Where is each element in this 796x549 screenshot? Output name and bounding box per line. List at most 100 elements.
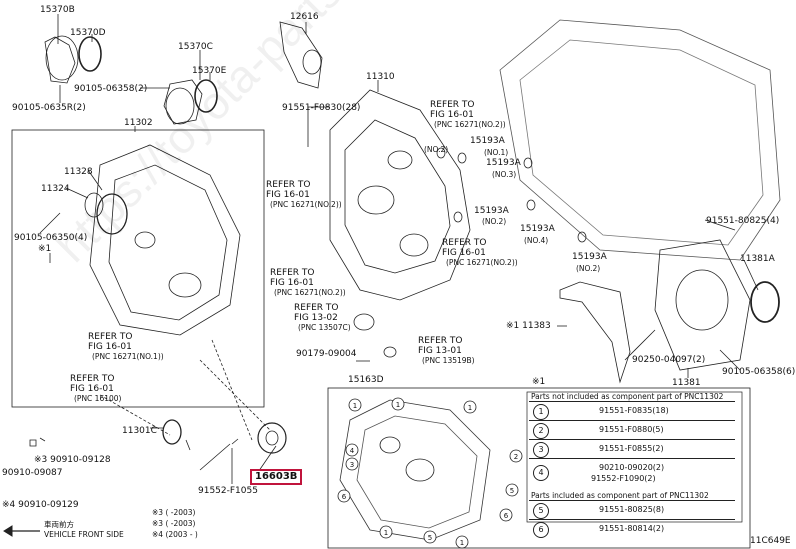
- refer-ref3-line-2[interactable]: (PNC 16271(NO.2)): [446, 258, 518, 267]
- refer-ref3-line-0[interactable]: REFER TO: [442, 238, 487, 248]
- gasket-11383: [559, 281, 631, 384]
- part-label-11324[interactable]: 11324: [41, 184, 70, 194]
- table-row: 5 91551-80825(8): [529, 500, 735, 520]
- legend-note-3: ※4 (2003 - ): [152, 530, 198, 539]
- row-number-badge: 6: [533, 522, 549, 538]
- engine-block: [499, 19, 781, 261]
- svg-text:1: 1: [468, 404, 472, 412]
- row-number-badge: 1: [533, 404, 549, 420]
- timing-cover-group-box: [11, 129, 265, 408]
- no-label-no2-2: (NO.2): [482, 217, 507, 226]
- gasket-13507c: [353, 313, 375, 331]
- svg-text:5: 5: [510, 487, 514, 495]
- svg-text:1: 1: [353, 402, 357, 410]
- refer-ref5-line-0[interactable]: REFER TO: [294, 303, 339, 313]
- table-header-included: Parts included as component part of PNC1…: [531, 491, 709, 500]
- legend-front-jp: 車両前方: [44, 520, 74, 529]
- part-label-bolt-f0830[interactable]: 91551-F0830(28): [282, 103, 361, 113]
- refer-ref1-line-2[interactable]: (PNC 16271(NO.2)): [434, 120, 506, 129]
- part-label-15193a-4[interactable]: 15193A: [520, 224, 555, 234]
- refer-ref1-line-1[interactable]: FIG 16-01: [430, 110, 474, 120]
- cooler-housing: [45, 35, 79, 81]
- row-part-number-2[interactable]: 91552-F1090(2): [591, 474, 656, 483]
- part-label-15370d[interactable]: 15370D: [70, 28, 106, 38]
- part-label-15163d[interactable]: 15163D: [348, 375, 384, 385]
- table-header-not-included: Parts not included as component part of …: [531, 392, 724, 401]
- part-table: Parts not included as component part of …: [529, 392, 742, 538]
- part-label-11310[interactable]: 11310: [366, 72, 395, 82]
- refer-ref4-line-1[interactable]: FIG 16-01: [270, 278, 314, 288]
- svg-text:1: 1: [384, 529, 388, 537]
- part-label-90910-09129[interactable]: ※4 90910-09129: [2, 500, 79, 510]
- part-label-x1-b[interactable]: ※1: [532, 377, 546, 387]
- part-label-bolt-80825[interactable]: 91551-80825(4): [706, 216, 780, 226]
- part-label-15193a-3[interactable]: 15193A: [474, 206, 509, 216]
- selected-part-16603b[interactable]: 16603B: [250, 469, 303, 485]
- part-label-bolt-0635[interactable]: 90105-06358(2): [74, 84, 148, 94]
- refer-ref2-line-0[interactable]: REFER TO: [266, 180, 311, 190]
- row-part-number[interactable]: 91551-80825(8): [599, 505, 665, 514]
- part-label-90910-09087[interactable]: 90910-09087: [2, 468, 63, 478]
- part-label-90250[interactable]: 90250-04097(2): [632, 355, 706, 365]
- refer-ref7-line-2[interactable]: (PNC 16271(NO.1)): [92, 352, 164, 361]
- bracket-15370b: [44, 36, 76, 84]
- part-label-15193a-5[interactable]: 15193A: [572, 252, 607, 262]
- refer-ref6-line-1[interactable]: FIG 13-01: [418, 346, 462, 356]
- part-label-12616[interactable]: 12616: [290, 12, 319, 22]
- refer-ref2-line-2[interactable]: (PNC 16271(NO.2)): [270, 200, 342, 209]
- refer-ref8-line-2[interactable]: (PNC 16100): [74, 394, 122, 403]
- part-label-15370b[interactable]: 15370B: [40, 5, 75, 15]
- refer-ref5-line-2[interactable]: (PNC 13507C): [298, 323, 351, 332]
- refer-ref3-line-1[interactable]: FIG 16-01: [442, 248, 486, 258]
- svg-text:5: 5: [428, 534, 432, 542]
- part-label-15193a-1[interactable]: 15193A: [470, 136, 505, 146]
- row-part-number[interactable]: 91551-80814(2): [599, 524, 665, 533]
- refer-ref6-line-0[interactable]: REFER TO: [418, 336, 463, 346]
- row-part-number[interactable]: 91551-F0880(5): [599, 425, 664, 434]
- part-label-15370c[interactable]: 15370C: [178, 42, 213, 52]
- refer-ref5-line-1[interactable]: FIG 13-02: [294, 313, 338, 323]
- part-label-11328[interactable]: 11328: [64, 167, 93, 177]
- bolt-chart-box: [327, 387, 751, 549]
- rear-plate-11381: [654, 239, 751, 371]
- svg-text:1: 1: [460, 539, 464, 547]
- part-label-90179-09004[interactable]: 90179-09004: [296, 349, 357, 359]
- row-part-number[interactable]: 91551-F0855(2): [599, 444, 664, 453]
- part-label-code[interactable]: 11C649E: [750, 536, 791, 546]
- refer-ref1-line-0[interactable]: REFER TO: [430, 100, 475, 110]
- part-label-bolt-0635r[interactable]: 90105-0635R(2): [12, 103, 86, 113]
- refer-ref7-line-0[interactable]: REFER TO: [88, 332, 133, 342]
- part-label-bolt-06358b[interactable]: 90105-06358(6): [722, 367, 796, 377]
- part-label-11381[interactable]: 11381: [672, 378, 701, 388]
- row-number-badge: 5: [533, 503, 549, 519]
- part-label-15370e[interactable]: 15370E: [192, 66, 227, 76]
- row-part-number[interactable]: 91551-F0835(18): [599, 406, 669, 415]
- water-pump-pulley: [279, 21, 323, 89]
- part-label-11381a[interactable]: 11381A: [740, 254, 775, 264]
- refer-ref4-line-2[interactable]: (PNC 16271(NO.2)): [274, 288, 346, 297]
- table-row: 6 91551-80814(2): [529, 519, 735, 539]
- timing-cover-11310: [329, 89, 471, 301]
- part-label-bolt-06350[interactable]: 90105-06350(4): [14, 233, 88, 243]
- refer-ref6-line-2[interactable]: (PNC 13519B): [422, 356, 475, 365]
- o-ring-15370d: [78, 36, 102, 72]
- refer-ref8-line-0[interactable]: REFER TO: [70, 374, 115, 384]
- row-part-number[interactable]: 90210-09020(2): [599, 463, 665, 472]
- svg-text:6: 6: [504, 512, 509, 520]
- part-label-90910-09128[interactable]: ※3 90910-09128: [34, 455, 111, 465]
- part-label-11301c[interactable]: 11301C: [122, 426, 157, 436]
- part-label-11383[interactable]: ※1 11383: [506, 321, 551, 331]
- refer-ref7-line-1[interactable]: FIG 16-01: [88, 342, 132, 352]
- no-label-no4: (NO.4): [524, 236, 549, 245]
- svg-text:4: 4: [350, 447, 355, 455]
- part-label-15193a-2[interactable]: 15193A: [486, 158, 521, 168]
- part-label-11302[interactable]: 11302: [124, 118, 153, 128]
- refer-ref8-line-1[interactable]: FIG 16-01: [70, 384, 114, 394]
- part-label-91552-f1055[interactable]: 91552-F1055: [198, 486, 258, 496]
- part-label-x1-a[interactable]: ※1: [38, 244, 52, 254]
- refer-ref2-line-1[interactable]: FIG 16-01: [266, 190, 310, 200]
- refer-ref4-line-0[interactable]: REFER TO: [270, 268, 315, 278]
- svg-text:6: 6: [342, 493, 347, 501]
